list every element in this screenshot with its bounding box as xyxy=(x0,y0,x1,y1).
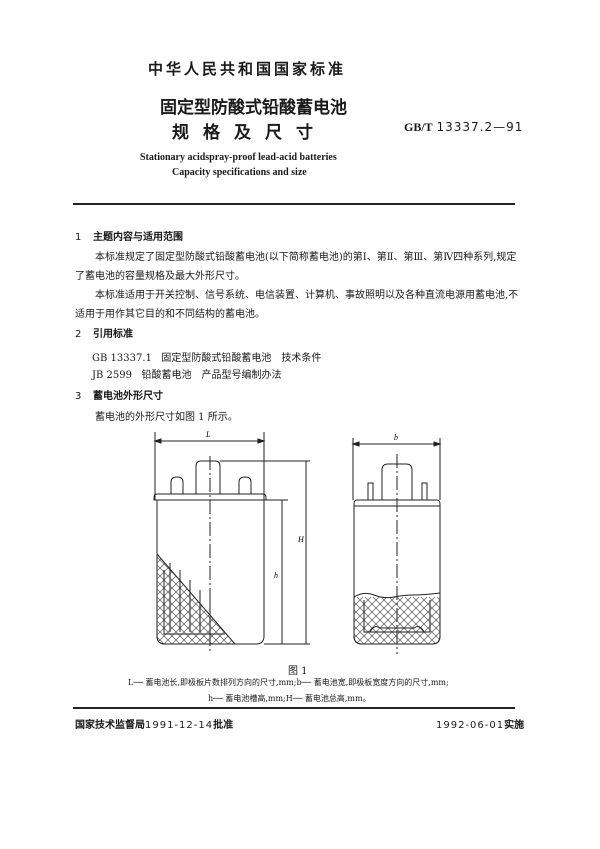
dimension-label-L: L xyxy=(205,430,211,439)
section-number: 3 xyxy=(75,391,82,402)
approval-date: 1991-12-14 xyxy=(145,720,214,731)
footer-divider xyxy=(73,707,515,709)
title-en-line1: Stationary acidspray-proof lead-acid bat… xyxy=(140,152,337,163)
approval-suffix: 批准 xyxy=(213,720,234,731)
section-1-para-2: 本标准适用于开关控制、信号系统、电信装置、计算机、事故照明以及各种直流电源用蓄电… xyxy=(75,286,520,324)
section-3-heading: 3 蓄电池外形尺寸 xyxy=(75,387,163,402)
approval-org: 国家技术监督局 xyxy=(75,720,145,731)
title-cn-line2: 规格及尺寸 xyxy=(172,123,327,143)
reference-item: JB 2599 铅酸蓄电池 产品型号编制办法 xyxy=(92,366,282,381)
standard-prefix: GB/T xyxy=(404,120,433,134)
dimension-label-b: b xyxy=(394,433,398,442)
reference-title: 固定型防酸式铅酸蓄电池 技术条件 xyxy=(161,353,322,364)
section-1-para-1: 本标准规定了固定型防酸式铅酸蓄电池(以下简称蓄电池)的第Ⅰ、第Ⅱ、第Ⅲ、第Ⅳ四种… xyxy=(75,248,520,286)
dimension-label-h: h xyxy=(274,571,278,580)
paragraph-text: 本标准规定了固定型防酸式铅酸蓄电池(以下简称蓄电池)的第Ⅰ、第Ⅱ、第Ⅲ、第Ⅳ四种… xyxy=(75,252,517,282)
section-2-heading: 2 引用标准 xyxy=(75,325,133,340)
battery-side-view-drawing: b xyxy=(351,433,442,654)
title-en-line2: Capacity specifications and size xyxy=(172,167,307,178)
approval-info: 国家技术监督局1991-12-14批准 xyxy=(75,716,233,731)
effective-info: 1992-06-01实施 xyxy=(436,716,524,731)
header-divider xyxy=(73,203,515,205)
figure-legend-line2: h── 蓄电池槽高,mm;H── 蓄电池总高,mm。 xyxy=(208,694,371,703)
figure-caption: 图 1 xyxy=(288,666,308,677)
figure-legend-line1: L── 蓄电池长,即极板片数排列方向的尺寸,mm;b── 蓄电池宽,即极板宽度方… xyxy=(128,678,449,687)
section-title: 引用标准 xyxy=(93,329,133,340)
standard-number: 13337.2—91 xyxy=(436,120,524,134)
paragraph-text: 本标准适用于开关控制、信号系统、电信装置、计算机、事故照明以及各种直流电源用蓄电… xyxy=(75,290,519,320)
reference-title: 铅酸蓄电池 产品型号编制办法 xyxy=(141,370,282,381)
issuing-body: 中华人民共和国国家标准 xyxy=(148,60,347,78)
reference-item: GB 13337.1 固定型防酸式铅酸蓄电池 技术条件 xyxy=(92,349,321,364)
section-number: 2 xyxy=(75,329,82,340)
title-cn-line1: 固定型防酸式铅酸蓄电池 xyxy=(160,98,347,118)
battery-front-view-drawing: L h H xyxy=(153,430,310,652)
section-title: 蓄电池外形尺寸 xyxy=(93,391,163,402)
dimension-label-H: H xyxy=(297,535,305,544)
reference-code: JB 2599 xyxy=(92,370,132,381)
section-title: 主题内容与适用范围 xyxy=(93,232,183,243)
effective-date: 1992-06-01 xyxy=(436,720,505,731)
effective-suffix: 实施 xyxy=(504,720,525,731)
section-number: 1 xyxy=(75,232,82,243)
reference-code: GB 13337.1 xyxy=(92,353,152,364)
section-1-heading: 1 主题内容与适用范围 xyxy=(75,228,183,243)
paragraph-text: 蓄电池的外形尺寸如图 1 所示。 xyxy=(95,412,238,423)
section-3-para-1: 蓄电池的外形尺寸如图 1 所示。 xyxy=(75,408,520,427)
standard-code: GB/T 13337.2—91 xyxy=(404,120,523,135)
